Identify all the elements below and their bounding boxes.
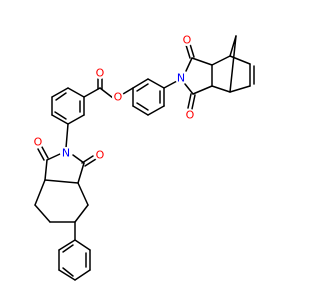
bond-c-top-o-a	[185, 44, 191, 59]
bond-benzoate-2	[67, 114, 85, 125]
bond-n-c-bottom	[184, 83, 194, 95]
atom-label-o-ester-carbonyl: O	[96, 67, 105, 80]
bond-benzoate-inner-2	[54, 111, 67, 120]
bond-layer	[34, 35, 255, 281]
bond-c7a-c7	[211, 85, 231, 93]
atom-label-n-top: N	[177, 72, 185, 85]
atom-o-left-right: O	[94, 149, 106, 162]
bond-aryl-6	[132, 78, 149, 89]
atom-o-ester-carbonyl: O	[94, 67, 106, 80]
bond-c7-bridge	[229, 35, 237, 93]
bond-phenyl-inner-2	[62, 267, 74, 277]
atom-o-top-upper: O	[181, 34, 193, 47]
bond-c-upper-c-fuse1	[44, 159, 48, 181]
bond-phenyl-4	[58, 269, 76, 281]
bond-c-upper-o-a	[37, 148, 45, 161]
bond-aryl-2	[132, 105, 149, 116]
bond-c-bottom-c7a	[192, 85, 213, 95]
bond-c-upper-o-b	[41, 146, 49, 159]
atom-o-left-upper: O	[32, 136, 44, 149]
bond-n-c-upper	[46, 153, 61, 161]
bond-c3a-c4	[211, 55, 231, 66]
bond-aryl-n	[163, 80, 178, 89]
bond-aryl-3	[147, 105, 165, 116]
atom-label-o-top-upper: O	[183, 34, 192, 47]
bond-ester-c-o-single	[99, 87, 114, 99]
bond-c-bottom-o-b	[191, 94, 196, 110]
bond-fuse1-fuse2	[44, 179, 79, 184]
atom-label-o-left-right: O	[96, 149, 105, 162]
bond-aryl-inner-1	[136, 102, 149, 111]
atom-label-o-ester-link: O	[114, 91, 123, 104]
bond-cyclohex-2	[34, 204, 51, 223]
atom-o-ester-link: O	[112, 91, 124, 104]
bond-c-top-c3a	[191, 57, 213, 66]
atom-n-left: N	[60, 147, 72, 160]
bond-c-bottom-o-a	[187, 93, 192, 109]
atom-label-o-top-lower: O	[186, 109, 195, 122]
atom-label-n-left: N	[62, 147, 70, 160]
bond-cyclohex-4	[74, 204, 89, 223]
bond-c-right-o-b	[84, 158, 97, 167]
bond-benzoate-inner-3	[55, 92, 67, 101]
bond-c-right-o-a	[81, 155, 94, 164]
bond-c4-c5	[229, 55, 251, 65]
bond-aryl-5	[147, 78, 165, 89]
molecule-structure: O O O N O O N O	[32, 34, 255, 281]
bond-cyclohex-1	[34, 179, 46, 206]
bond-n-c-right	[72, 154, 85, 164]
bond-phenyl-6	[58, 239, 76, 251]
bond-phenyl-inner-3	[62, 244, 74, 253]
atom-n-top: N	[175, 72, 187, 85]
bond-aryl-inner-3	[136, 83, 149, 92]
bond-cyclohex-5	[77, 182, 89, 206]
bond-n-c-top	[185, 57, 193, 72]
bond-ester-o-aryl	[122, 87, 134, 95]
bond-benzoate-3	[51, 114, 69, 125]
atom-layer: O O O N O O N O	[32, 34, 196, 162]
atom-label-o-left-upper: O	[34, 136, 43, 149]
bond-c-right-c-fuse2	[77, 162, 85, 184]
bond-benzoate-6	[67, 87, 85, 98]
atom-o-top-lower: O	[184, 109, 196, 122]
bond-phenyl-3	[74, 269, 91, 281]
bond-phenyl-1	[74, 239, 91, 251]
bond-benzoate-n	[65, 123, 69, 149]
bond-ester-c-benzoate	[83, 87, 101, 98]
bond-benzoate-5	[51, 87, 69, 98]
bond-c7-c6	[229, 85, 251, 93]
bond-c-top-o-b	[189, 43, 195, 58]
